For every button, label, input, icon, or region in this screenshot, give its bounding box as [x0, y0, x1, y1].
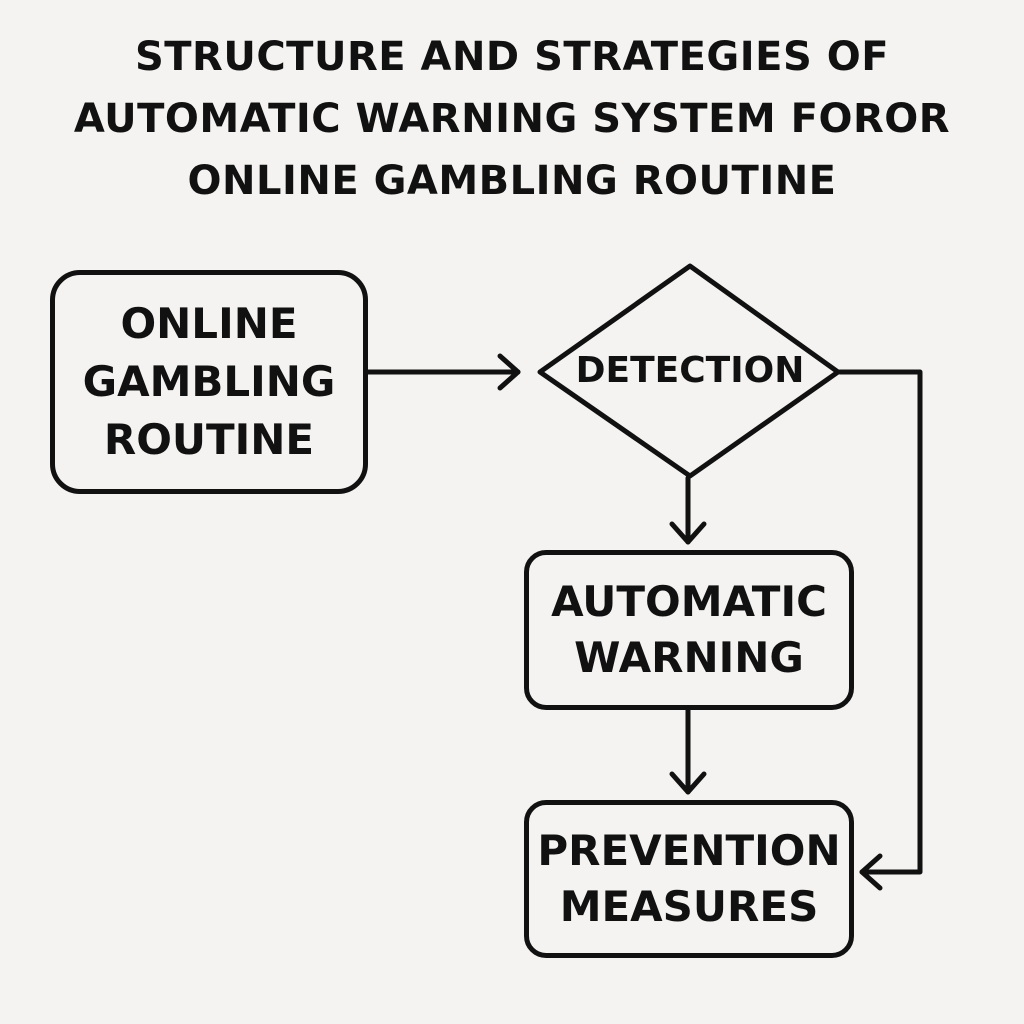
edge-online-to-detection — [365, 353, 521, 391]
edge-detection-to-prevention — [837, 369, 923, 891]
edge-detection-to-warning — [669, 475, 707, 545]
arrowhead-icon — [859, 853, 883, 891]
title-line-2: AUTOMATIC WARNING SYSTEM FOROR — [73, 96, 951, 142]
node-online-gambling-routine: ONLINE GAMBLING ROUTINE — [50, 270, 368, 494]
arrowhead-icon — [669, 771, 707, 795]
diagram-title: STRUCTURE AND STRATEGIES OF AUTOMATIC WA… — [40, 26, 984, 212]
edge-line — [837, 369, 923, 875]
arrowhead-icon — [497, 353, 521, 391]
node-automatic-warning: AUTOMATIC WARNING — [524, 550, 854, 710]
title-line-1: STRUCTURE AND STRATEGIES OF — [134, 34, 890, 80]
node-prevention-measures: PREVENTION MEASURES — [524, 800, 854, 958]
node-label-line: PREVENTION — [537, 826, 841, 875]
node-label-line: AUTOMATIC — [551, 577, 827, 626]
node-label-line: WARNING — [574, 633, 804, 682]
detection-diamond — [537, 263, 841, 479]
detection-label: DETECTION — [575, 350, 805, 391]
node-label-line: GAMBLING — [82, 357, 336, 406]
node-label-line: ROUTINE — [103, 415, 315, 464]
node-label-line: ONLINE — [120, 299, 298, 348]
title-line-3: ONLINE GAMBLING ROUTINE — [187, 158, 837, 204]
arrowhead-icon — [669, 521, 707, 545]
node-label-line: MEASURES — [559, 882, 819, 931]
edge-warning-to-prevention — [669, 707, 707, 795]
